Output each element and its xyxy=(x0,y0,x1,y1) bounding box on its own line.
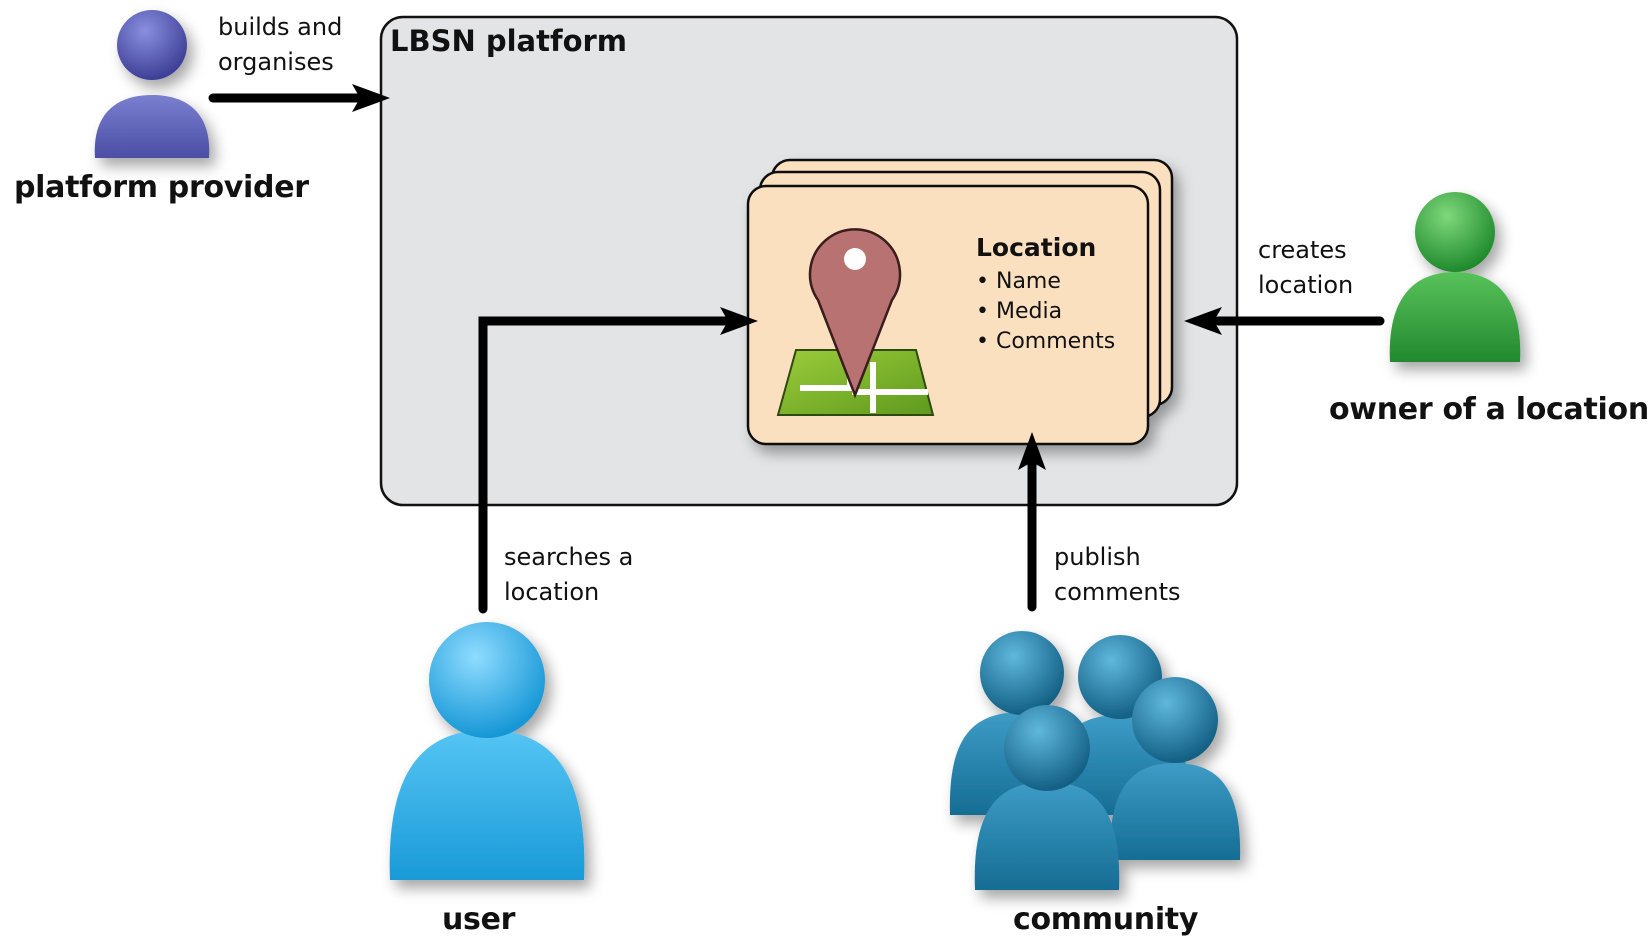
owner-edge-label: creates location xyxy=(1258,233,1353,303)
provider-edge-line: builds and xyxy=(218,13,343,41)
platform-provider-person-icon xyxy=(94,10,210,158)
map-pin-icon xyxy=(776,228,935,416)
owner-person-icon xyxy=(1389,192,1521,362)
user-person-icon xyxy=(389,622,585,880)
community-group-icon xyxy=(949,631,1241,890)
community-edge-label: publish comments xyxy=(1054,540,1181,610)
user-edge-line: location xyxy=(504,578,600,606)
location-card-item: Media xyxy=(976,297,1062,327)
location-card-item: Name xyxy=(976,267,1061,297)
community-edge-line: comments xyxy=(1054,578,1181,606)
arrow-user-to-location xyxy=(478,316,735,614)
provider-edge-label: builds and organises xyxy=(218,10,342,80)
arrows xyxy=(208,84,1385,614)
platform-title: LBSN platform xyxy=(390,24,628,58)
owner-edge-line: creates xyxy=(1258,236,1347,264)
user-edge-label: searches a location xyxy=(504,540,633,610)
community-edge-line: publish xyxy=(1054,543,1141,571)
owner-label: owner of a location xyxy=(1329,392,1649,427)
platform-provider-label: platform provider xyxy=(14,170,309,205)
location-card-item: Comments xyxy=(976,327,1115,357)
user-edge-line: searches a xyxy=(504,543,634,571)
owner-edge-line: location xyxy=(1258,271,1354,299)
provider-edge-line: organises xyxy=(218,48,334,76)
location-pin-icon xyxy=(808,228,902,399)
community-label: community xyxy=(1013,902,1199,937)
location-card-title: Location xyxy=(976,233,1097,262)
user-label: user xyxy=(442,902,516,937)
